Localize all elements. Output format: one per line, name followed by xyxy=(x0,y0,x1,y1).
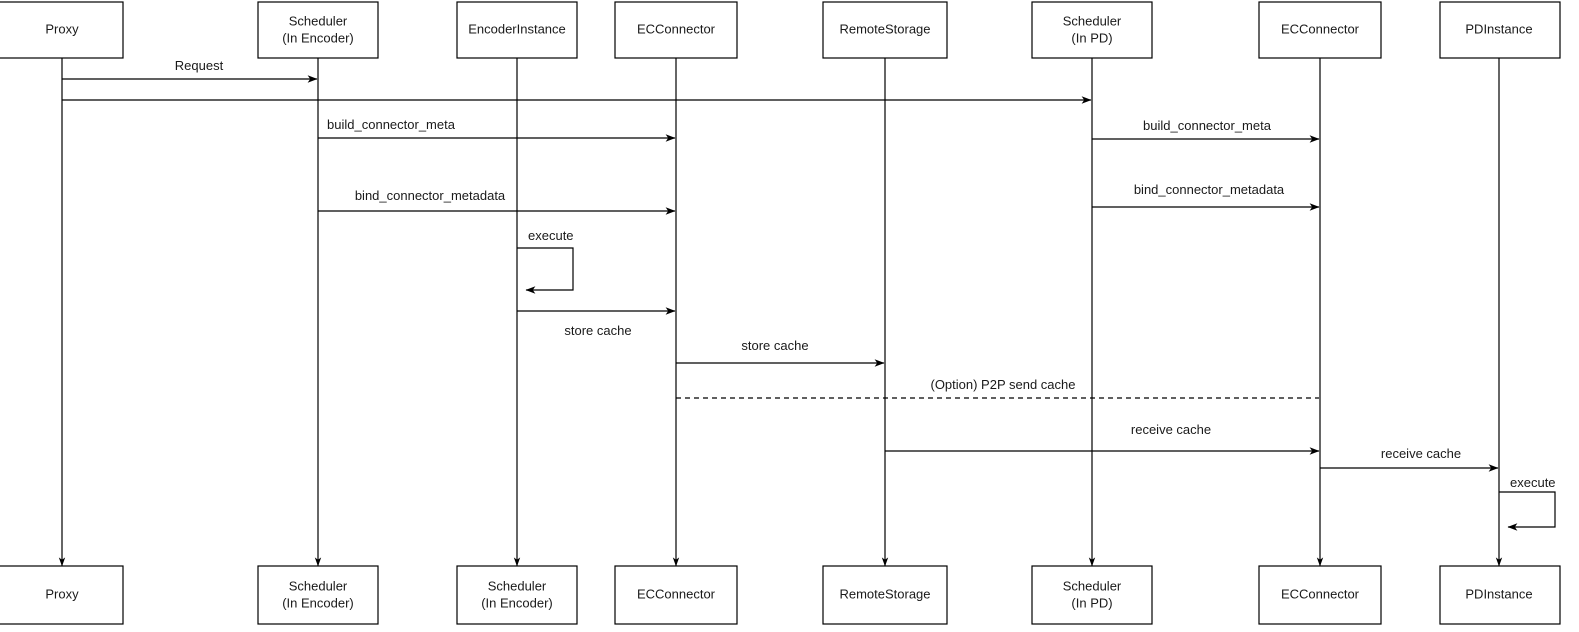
participant-box-outline xyxy=(1439,565,1561,625)
message-label: receive cache xyxy=(1381,446,1461,461)
message-label: store cache xyxy=(564,323,631,338)
participant-box-outline xyxy=(1258,1,1382,59)
participant-foot-box-sched_enc[interactable]: Scheduler (In Encoder) xyxy=(257,565,379,625)
self-message-label: execute xyxy=(528,228,574,243)
participant-label: ECConnector xyxy=(1281,586,1360,601)
participant-head-box-remote[interactable]: RemoteStorage xyxy=(822,1,948,59)
message-m1[interactable]: Request xyxy=(62,58,318,83)
participant-head-box-pd_inst[interactable]: PDInstance xyxy=(1439,1,1561,59)
participant-box-outline xyxy=(822,565,948,625)
self-message-label: execute xyxy=(1510,475,1556,490)
message-m8[interactable]: store cache xyxy=(676,338,885,367)
participant-foot-box-ec_conn_l[interactable]: ECConnector xyxy=(614,565,738,625)
participant-box-outline xyxy=(257,1,379,59)
participant-label: Scheduler xyxy=(1063,578,1122,593)
participant-label: (In PD) xyxy=(1071,30,1112,45)
participant-label: EncoderInstance xyxy=(468,21,566,36)
participant-box-outline xyxy=(1258,565,1382,625)
message-label: bind_connector_metadata xyxy=(1134,182,1285,197)
participant-label: (In Encoder) xyxy=(282,30,354,45)
participant-head-box-ec_conn_l[interactable]: ECConnector xyxy=(614,1,738,59)
participant-foot-box-proxy[interactable]: Proxy xyxy=(0,565,124,625)
self-message-s1[interactable]: execute xyxy=(517,228,574,294)
participant-box-outline xyxy=(257,565,379,625)
message-label: (Option) P2P send cache xyxy=(930,377,1075,392)
message-m7[interactable]: store cache xyxy=(517,307,676,338)
participant-label: Proxy xyxy=(45,586,79,601)
participant-label: PDInstance xyxy=(1465,21,1532,36)
participant-box-outline xyxy=(1031,565,1153,625)
participant-box-outline xyxy=(0,1,124,59)
message-m10[interactable]: receive cache xyxy=(885,422,1320,455)
participant-label: (In Encoder) xyxy=(282,595,354,610)
participant-box-outline xyxy=(614,565,738,625)
participant-label: (In PD) xyxy=(1071,595,1112,610)
participant-label: ECConnector xyxy=(1281,21,1360,36)
participant-label: Scheduler xyxy=(1063,13,1122,28)
participant-head-box-ec_conn_r[interactable]: ECConnector xyxy=(1258,1,1382,59)
participant-label: RemoteStorage xyxy=(839,21,930,36)
message-m11[interactable]: receive cache xyxy=(1320,446,1499,472)
participant-head-box-proxy[interactable]: Proxy xyxy=(0,1,124,59)
participant-label: Scheduler xyxy=(488,578,547,593)
participant-foot-box-remote[interactable]: RemoteStorage xyxy=(822,565,948,625)
message-label: store cache xyxy=(741,338,808,353)
participant-label: Proxy xyxy=(45,21,79,36)
participant-box-outline xyxy=(1031,1,1153,59)
message-label: receive cache xyxy=(1131,422,1211,437)
message-m3[interactable]: build_connector_meta xyxy=(318,117,676,142)
participant-label: PDInstance xyxy=(1465,586,1532,601)
participant-box-outline xyxy=(0,565,124,625)
participant-label: Scheduler xyxy=(289,13,348,28)
participant-head-box-sched_pd[interactable]: Scheduler (In PD) xyxy=(1031,1,1153,59)
participant-box-outline xyxy=(614,1,738,59)
message-m5[interactable]: bind_connector_metadata xyxy=(318,188,676,215)
self-message-loop xyxy=(1499,491,1556,531)
head-boxes-group: Proxy Scheduler (In Encoder) EncoderInstanc… xyxy=(0,1,1561,59)
participant-label: Scheduler xyxy=(289,578,348,593)
self-message-s2[interactable]: execute xyxy=(1499,475,1556,531)
participant-label: (In Encoder) xyxy=(481,595,553,610)
participant-foot-box-pd_inst[interactable]: PDInstance xyxy=(1439,565,1561,625)
message-label: build_connector_meta xyxy=(1143,118,1272,133)
participant-foot-box-ec_conn_r[interactable]: ECConnector xyxy=(1258,565,1382,625)
participant-box-outline xyxy=(456,565,578,625)
participant-foot-box-encoder_inst[interactable]: Scheduler (In Encoder) xyxy=(456,565,578,625)
participant-box-outline xyxy=(822,1,948,59)
foot-boxes-group: Proxy Scheduler (In Encoder) Scheduler (In E… xyxy=(0,565,1561,625)
message-label: bind_connector_metadata xyxy=(355,188,506,203)
message-m6[interactable]: bind_connector_metadata xyxy=(1092,182,1320,211)
message-label: Request xyxy=(175,58,224,73)
participant-label: ECConnector xyxy=(637,21,716,36)
message-m9[interactable]: (Option) P2P send cache xyxy=(676,377,1319,399)
participant-label: ECConnector xyxy=(637,586,716,601)
participant-box-outline xyxy=(456,1,578,59)
participant-foot-box-sched_pd[interactable]: Scheduler (In PD) xyxy=(1031,565,1153,625)
lifelines-group xyxy=(58,58,1503,567)
message-label: build_connector_meta xyxy=(327,117,456,132)
messages-group: Request build_connector_meta build_connect… xyxy=(62,58,1556,531)
participant-head-box-sched_enc[interactable]: Scheduler (In Encoder) xyxy=(257,1,379,59)
participant-box-outline xyxy=(1439,1,1561,59)
participant-head-box-encoder_inst[interactable]: EncoderInstance xyxy=(456,1,578,59)
self-message-loop xyxy=(517,247,574,294)
message-m4[interactable]: build_connector_meta xyxy=(1092,118,1320,143)
participant-label: RemoteStorage xyxy=(839,586,930,601)
